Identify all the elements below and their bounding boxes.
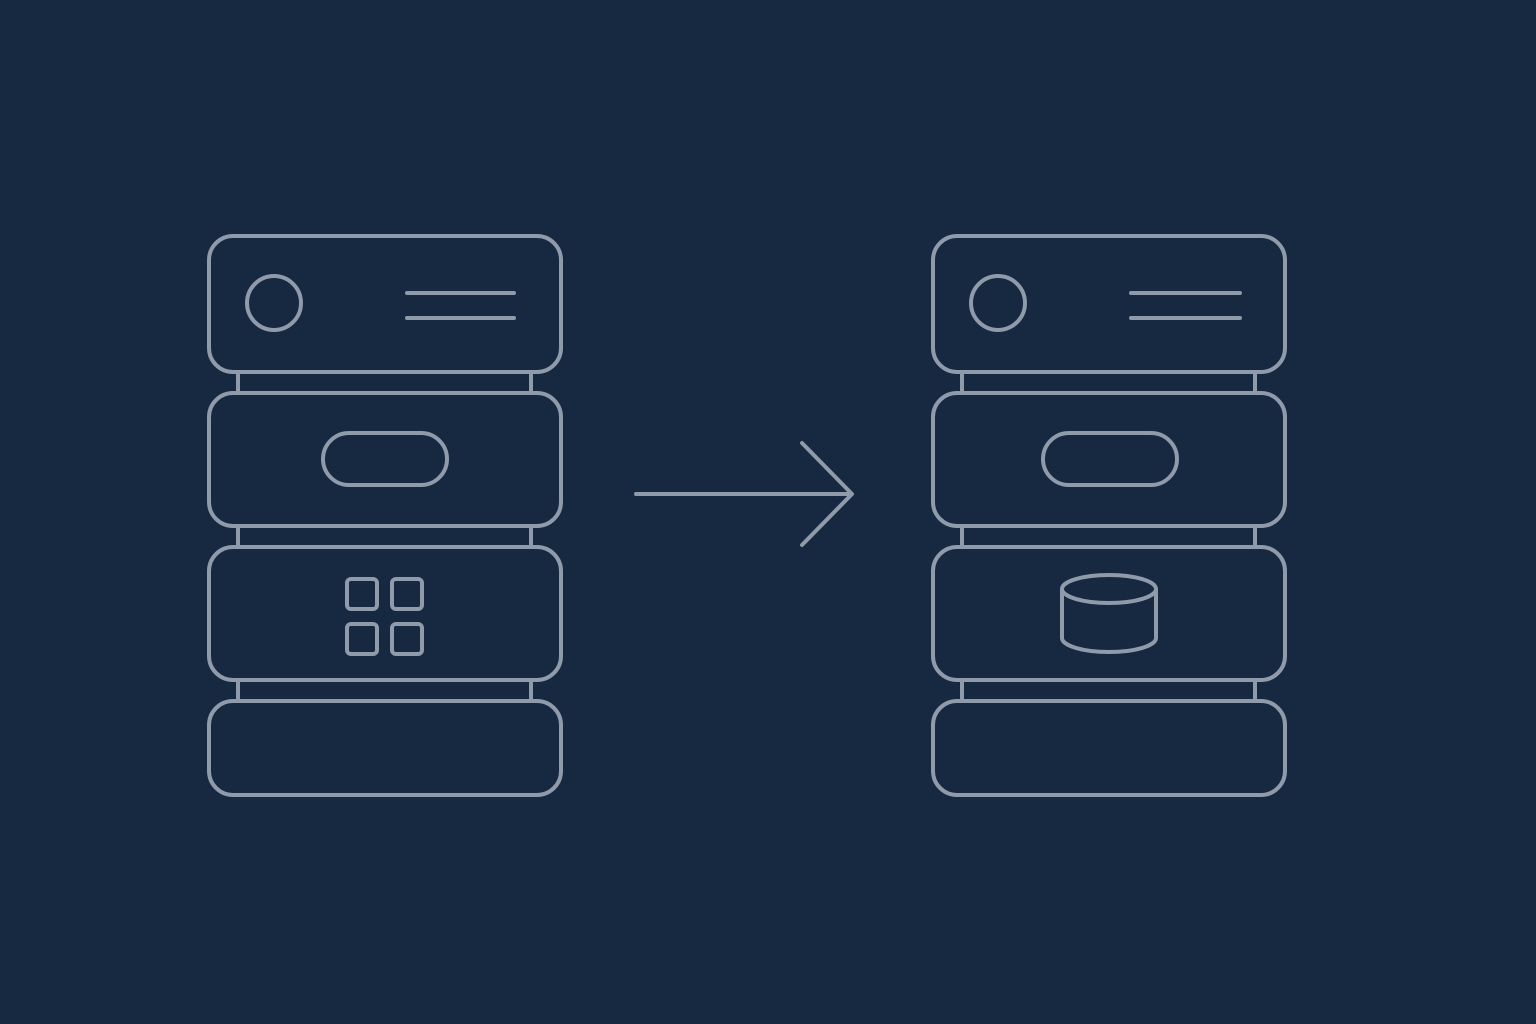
server-unit-3 bbox=[931, 545, 1287, 682]
circle-icon bbox=[969, 274, 1027, 332]
grid-icon bbox=[345, 577, 424, 656]
server-unit-4 bbox=[207, 699, 563, 797]
pill-icon bbox=[1041, 431, 1179, 487]
server-unit-1 bbox=[931, 234, 1287, 374]
pill-icon bbox=[321, 431, 449, 487]
database-icon bbox=[1060, 573, 1158, 654]
server-stack-right bbox=[931, 234, 1287, 797]
server-unit-2 bbox=[207, 391, 563, 528]
server-unit-2 bbox=[931, 391, 1287, 528]
arrow-right-icon bbox=[634, 441, 854, 547]
server-unit-3 bbox=[207, 545, 563, 682]
server-unit-1 bbox=[207, 234, 563, 374]
lines-icon bbox=[1129, 291, 1242, 320]
server-unit-4 bbox=[931, 699, 1287, 797]
lines-icon bbox=[405, 291, 516, 320]
circle-icon bbox=[245, 274, 303, 332]
server-stack-left bbox=[207, 234, 563, 797]
